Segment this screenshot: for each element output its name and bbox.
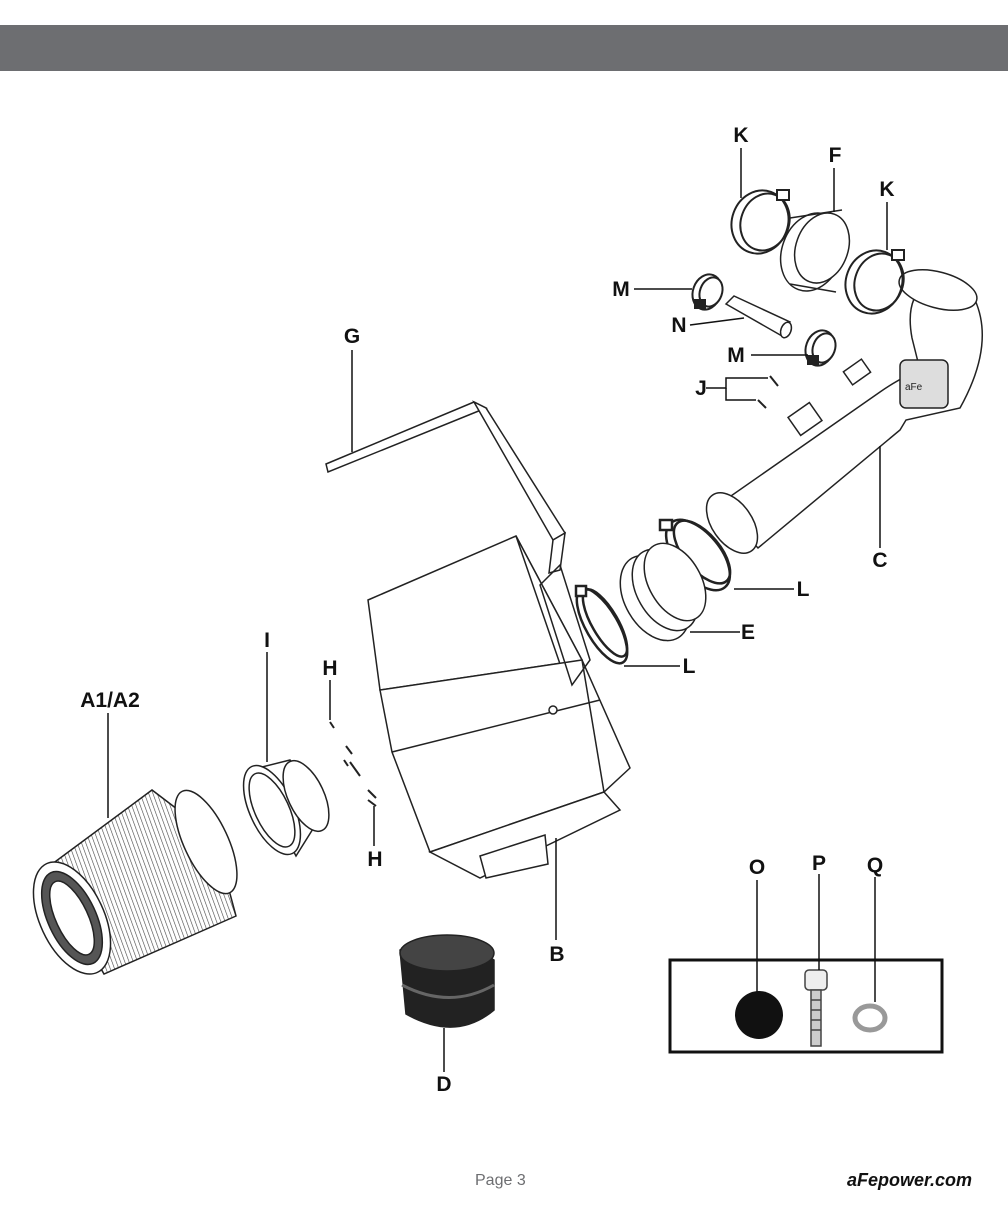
label-p: P	[812, 852, 826, 875]
part-i-adapter	[242, 759, 330, 858]
label-n: N	[671, 314, 686, 337]
label-k-top: K	[733, 124, 748, 147]
label-a1a2: A1/A2	[80, 689, 140, 712]
part-n-hose	[724, 295, 793, 339]
page-number: Page 3	[475, 1172, 526, 1189]
part-k-clamp-right	[844, 249, 905, 315]
part-g-bracket	[325, 400, 567, 575]
label-o: O	[749, 856, 765, 879]
part-j-screws	[757, 375, 779, 409]
label-h-bottom: H	[367, 848, 382, 871]
part-f-coupler	[779, 209, 851, 293]
part-m-clamp-top	[691, 273, 724, 311]
part-p-bolt	[804, 969, 828, 1047]
label-h-top: H	[322, 657, 337, 680]
part-e-coupler	[619, 542, 707, 642]
part-q-washer	[852, 1003, 888, 1033]
label-l-left: L	[683, 655, 696, 678]
label-m-top: M	[612, 278, 630, 301]
part-labels: K F K M N M J G C L E L I H A1/A2 H B D …	[80, 124, 894, 1096]
part-o-plug	[735, 991, 783, 1039]
label-i: I	[264, 629, 270, 652]
label-q: Q	[867, 854, 883, 877]
header-bar	[0, 25, 1008, 71]
label-f: F	[829, 144, 842, 167]
svg-text:aFe: aFe	[905, 382, 923, 393]
label-l-right: L	[797, 578, 810, 601]
label-k-right: K	[879, 178, 894, 201]
label-b: B	[549, 943, 564, 966]
part-c-intake-tube: aFe	[705, 269, 984, 554]
label-e: E	[741, 621, 755, 644]
label-c: C	[872, 549, 887, 572]
label-d: D	[436, 1073, 451, 1096]
part-k-clamp-top	[730, 189, 791, 255]
leader-lines	[107, 148, 888, 1072]
part-m-clamp-mid	[804, 329, 837, 367]
website-link[interactable]: aFepower.com	[846, 1170, 972, 1190]
label-m-mid: M	[727, 344, 745, 367]
part-l-clamp-left	[574, 584, 629, 665]
label-j: J	[695, 377, 707, 400]
part-b-airbox	[367, 535, 631, 879]
hardware-box	[668, 958, 944, 1054]
part-d-coupler	[399, 934, 495, 1028]
part-a-filter	[32, 789, 238, 975]
part-h-screws	[329, 721, 377, 807]
label-g: G	[344, 325, 360, 348]
